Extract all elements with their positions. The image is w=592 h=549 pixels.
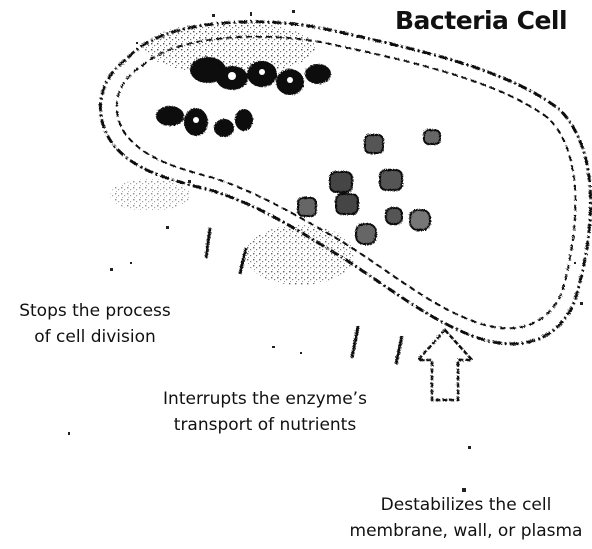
label-line: Stops the process (0, 298, 190, 324)
diagram-title: Bacteria Cell (395, 6, 590, 35)
label-destabilizes-membrane: Destabilizes the cell membrane, wall, or… (340, 492, 592, 544)
label-line: Destabilizes the cell (340, 492, 592, 518)
label-line: transport of nutrients (120, 412, 410, 438)
cytoplasm-speckle (110, 179, 190, 211)
up-arrow-icon (418, 330, 472, 400)
label-line: Interrupts the enzyme’s (120, 386, 410, 412)
label-stops-cell-division: Stops the process of cell division (0, 298, 190, 350)
ribosome-granules (298, 130, 440, 244)
cytoplasm-speckle (245, 225, 355, 285)
label-interrupts-transport: Interrupts the enzyme’s transport of nut… (120, 386, 410, 438)
label-line: membrane, wall, or plasma (340, 518, 592, 544)
label-line: of cell division (0, 324, 190, 350)
